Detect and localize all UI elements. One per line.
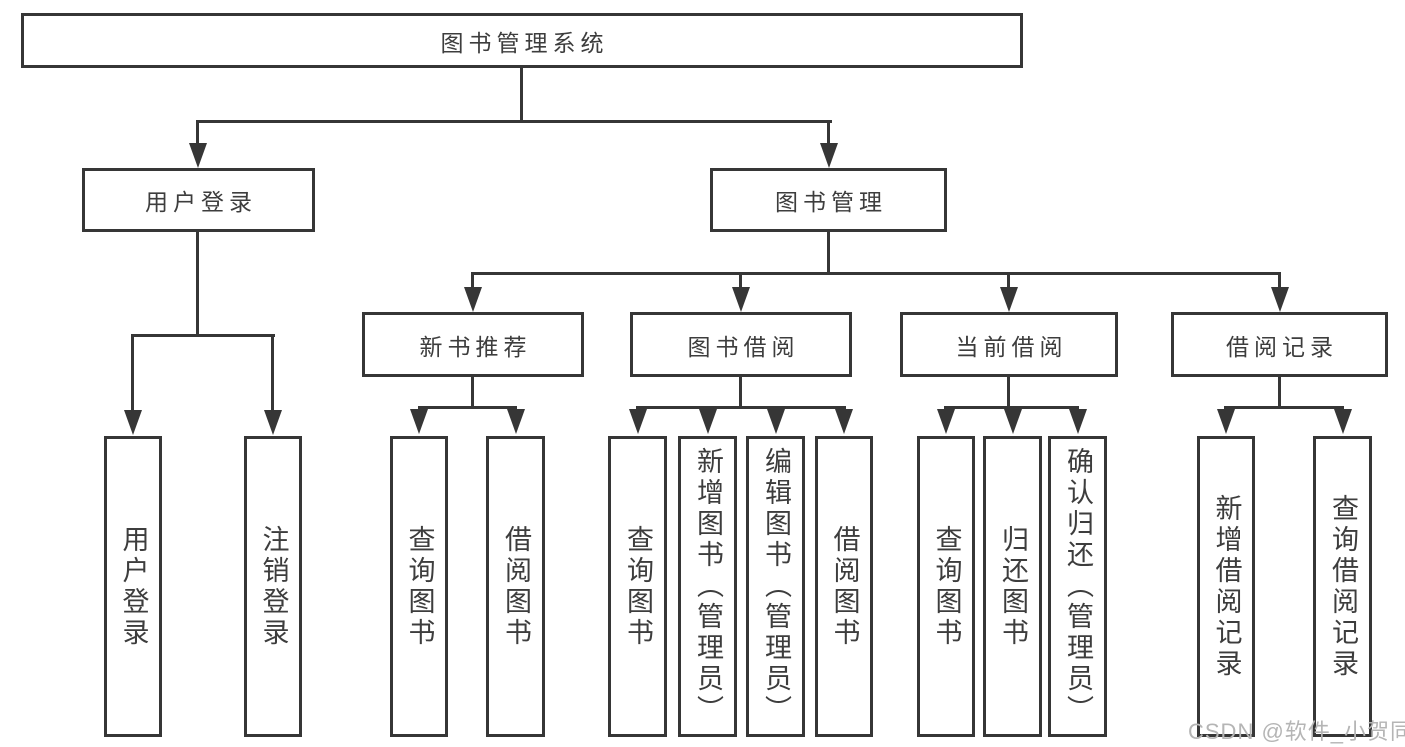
node-label: 确认归还（管理员）	[1063, 447, 1093, 726]
node-label: 用户登录	[145, 189, 257, 215]
node-label: 归还图书	[998, 524, 1028, 649]
leaf-edit-books-admin: 编辑图书（管理员）	[746, 436, 805, 737]
node-label: 注销登录	[258, 524, 289, 649]
node-new-book-recommend: 新书推荐	[362, 312, 584, 377]
arrow-down-icon	[507, 409, 525, 434]
node-label: 查询图书	[931, 524, 962, 649]
arrow-down-icon	[1000, 287, 1018, 312]
node-label: 查询图书	[404, 524, 435, 649]
connector-line	[827, 120, 830, 144]
node-current-borrow: 当前借阅	[900, 312, 1118, 377]
node-root: 图书管理系统	[21, 13, 1023, 68]
arrow-down-icon	[464, 287, 482, 312]
connector-line	[196, 120, 832, 123]
node-label: 新增图书（管理员）	[693, 447, 723, 726]
leaf-add-borrow-record: 新增借阅记录	[1197, 436, 1255, 737]
node-label: 新增借阅记录	[1211, 493, 1242, 680]
arrow-down-icon	[264, 410, 282, 435]
connector-line	[739, 377, 742, 408]
connector-line	[636, 406, 846, 409]
csdn-watermark: CSDN @软件_小贺同学	[1188, 719, 1405, 744]
node-label: 当前借阅	[955, 333, 1068, 360]
arrow-down-icon	[1334, 409, 1352, 434]
connector-line	[131, 334, 134, 411]
connector-line	[1007, 377, 1010, 408]
leaf-query-books-recommend: 查询图书	[390, 436, 448, 737]
connector-line	[1278, 272, 1281, 289]
arrow-down-icon	[732, 287, 750, 312]
arrow-down-icon	[189, 143, 207, 168]
connector-line	[131, 334, 275, 337]
node-label: 新书推荐	[419, 333, 532, 360]
arrow-down-icon	[1004, 409, 1022, 434]
leaf-confirm-return-admin: 确认归还（管理员）	[1048, 436, 1107, 737]
arrow-down-icon	[410, 409, 428, 434]
connector-line	[271, 334, 274, 411]
connector-line	[1007, 272, 1010, 289]
node-user-login: 用户登录	[82, 168, 315, 232]
arrow-down-icon	[767, 409, 785, 434]
connector-line	[196, 120, 199, 144]
leaf-return-books: 归还图书	[983, 436, 1042, 737]
leaf-query-books-borrow: 查询图书	[608, 436, 667, 737]
node-book-borrow: 图书借阅	[630, 312, 852, 377]
arrow-down-icon	[1271, 287, 1289, 312]
arrow-down-icon	[1217, 409, 1235, 434]
connector-line	[944, 406, 1079, 409]
node-label: 图书管理系统	[440, 29, 609, 56]
connector-line	[739, 272, 742, 289]
connector-line	[827, 232, 830, 274]
arrow-down-icon	[835, 409, 853, 434]
connector-line	[471, 272, 1281, 275]
arrow-down-icon	[937, 409, 955, 434]
node-label: 借阅图书	[829, 524, 860, 649]
leaf-borrow-books-recommend: 借阅图书	[486, 436, 545, 737]
connector-line	[520, 68, 523, 120]
node-book-management: 图书管理	[710, 168, 947, 232]
leaf-user-login: 用户登录	[104, 436, 162, 737]
arrow-down-icon	[699, 409, 717, 434]
connector-line	[196, 232, 199, 336]
arrow-down-icon	[820, 143, 838, 168]
arrow-down-icon	[1069, 409, 1087, 434]
connector-line	[418, 406, 517, 409]
node-label: 借阅图书	[501, 524, 531, 649]
connector-line	[1278, 377, 1281, 408]
node-label: 用户登录	[118, 524, 149, 649]
leaf-borrow-books: 借阅图书	[815, 436, 873, 737]
leaf-logout: 注销登录	[244, 436, 302, 737]
node-label: 借阅记录	[1226, 333, 1338, 360]
node-label: 图书管理	[775, 189, 887, 215]
connector-line	[471, 272, 474, 289]
node-label: 图书借阅	[687, 333, 800, 360]
leaf-query-books-current: 查询图书	[917, 436, 975, 737]
leaf-add-books-admin: 新增图书（管理员）	[678, 436, 737, 737]
node-label: 查询借阅记录	[1328, 493, 1358, 680]
node-label: 查询图书	[623, 524, 653, 649]
leaf-query-borrow-record: 查询借阅记录	[1313, 436, 1372, 737]
node-borrow-records: 借阅记录	[1171, 312, 1388, 377]
connector-line	[1224, 406, 1344, 409]
node-label: 编辑图书（管理员）	[761, 447, 791, 726]
connector-line	[471, 377, 474, 408]
arrow-down-icon	[124, 410, 142, 435]
arrow-down-icon	[629, 409, 647, 434]
